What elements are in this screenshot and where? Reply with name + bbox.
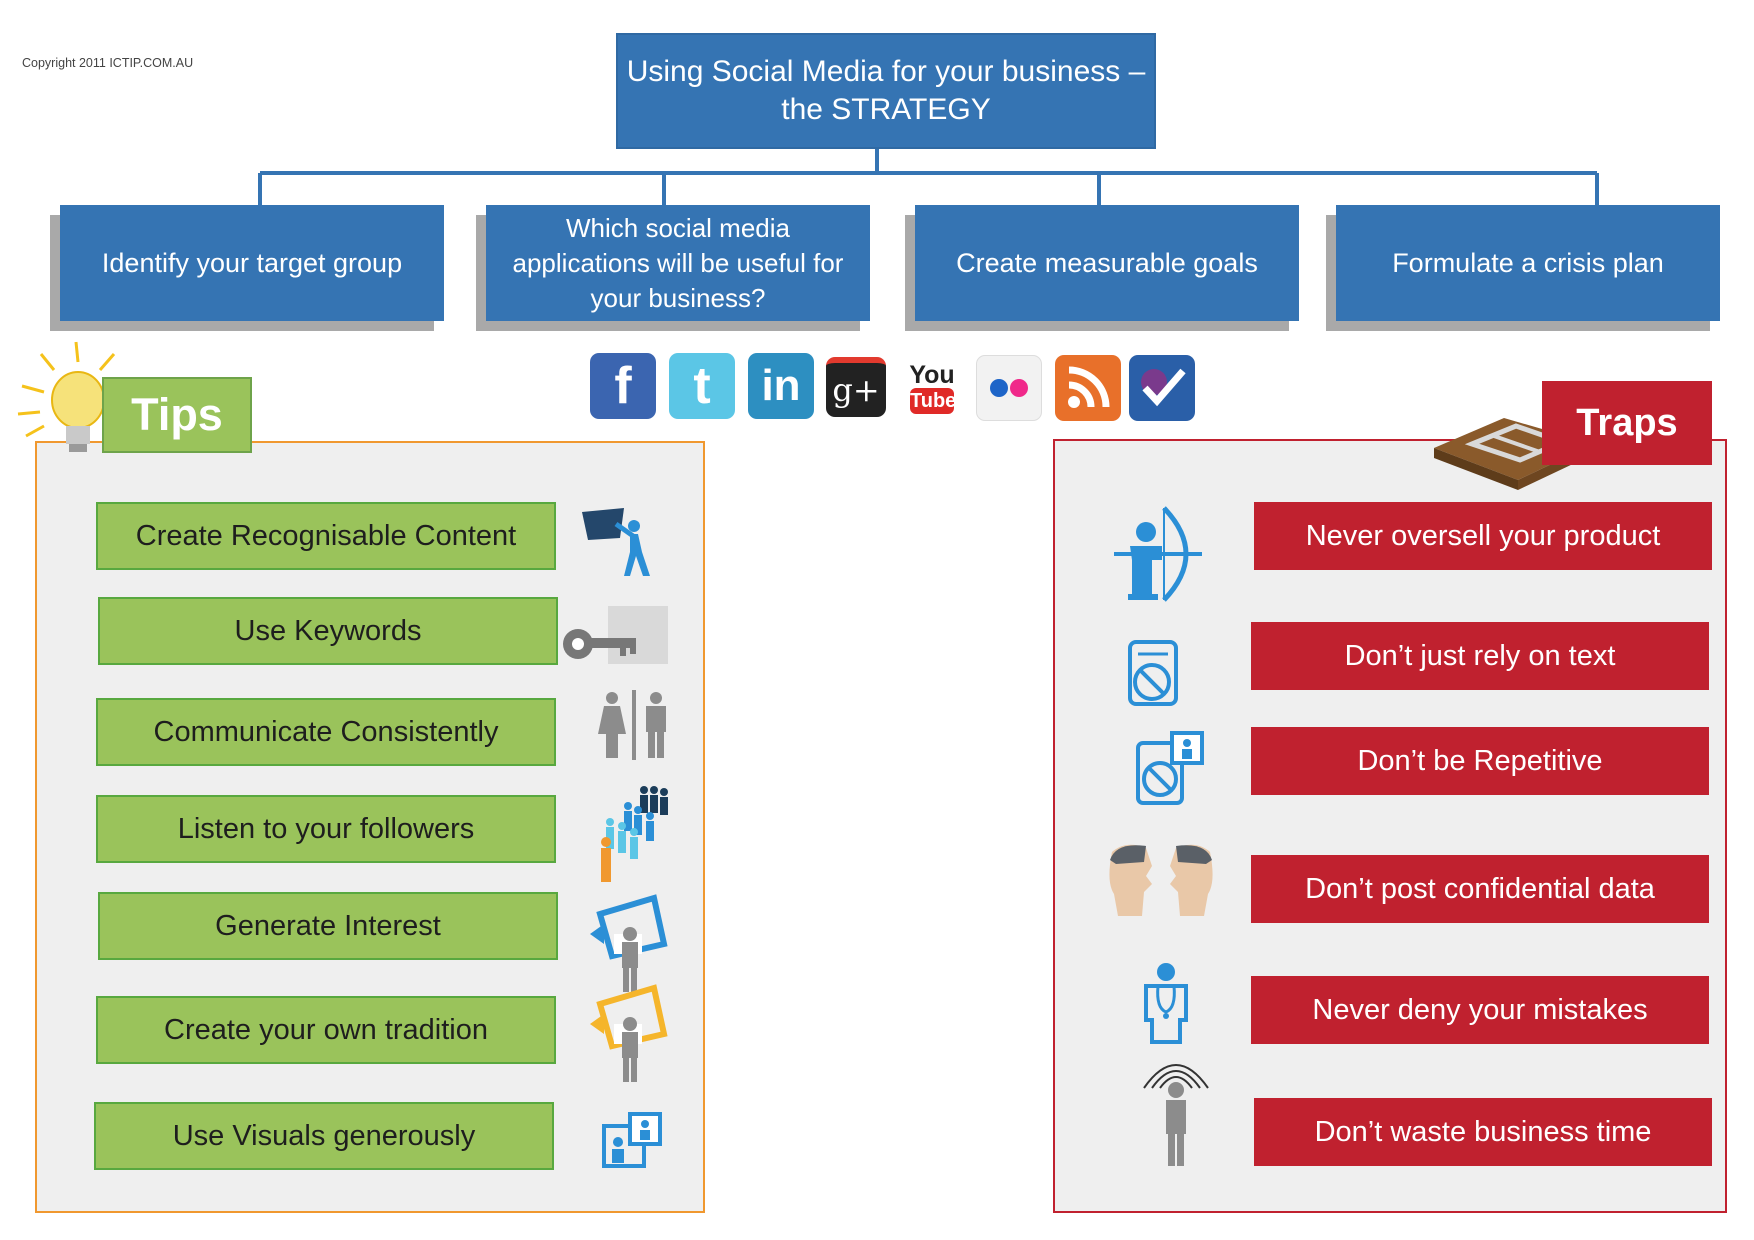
tip-listen-followers: Listen to your followers [96, 795, 556, 863]
strategy-label: Identify your target group [101, 247, 403, 278]
tip-recognisable-content: Create Recognisable Content [96, 502, 556, 570]
tip-label: Create Recognisable Content [135, 519, 517, 552]
strategy-label: Which social media applications will be … [512, 212, 844, 313]
strategy-box-crisis-plan: Formulate a crisis plan [1336, 205, 1720, 321]
rss-icon [1055, 355, 1121, 421]
tip-own-tradition: Create your own tradition [96, 996, 556, 1064]
strategy-box-target-group: Identify your target group [60, 205, 444, 321]
trap-oversell-product: Never oversell your product [1254, 502, 1712, 570]
tip-label: Use Keywords [234, 614, 422, 647]
broadcast-person-icon [1143, 1064, 1209, 1166]
interest-arrows-icon [590, 894, 668, 992]
trap-confidential-data: Don’t post confidential data [1251, 855, 1709, 923]
copyright-text: Copyright 2011 ICTIP.COM.AU [22, 56, 194, 70]
archer-icon [1114, 506, 1202, 602]
facebook-icon: f [590, 353, 656, 419]
google-plus-icon: g+ [826, 357, 886, 417]
tip-use-keywords: Use Keywords [98, 597, 558, 665]
flickr-icon [976, 355, 1042, 421]
trap-label: Don’t waste business time [1314, 1115, 1652, 1148]
strategy-label: Create measurable goals [956, 247, 1258, 278]
tip-communicate-consistently: Communicate Consistently [96, 698, 556, 766]
followers-crowd-icon [601, 786, 668, 882]
two-faces-icon [1109, 844, 1213, 916]
trap-deny-mistakes: Never deny your mistakes [1251, 976, 1709, 1044]
lightbulb-icon [17, 341, 116, 452]
trap-label: Don’t just rely on text [1344, 639, 1616, 672]
youtube-icon: You Tube [909, 361, 957, 414]
presenter-icon [582, 508, 650, 576]
traps-heading: Traps [1542, 381, 1712, 465]
trap-label: Never deny your mistakes [1312, 993, 1648, 1026]
strategy-label: Formulate a crisis plan [1392, 247, 1664, 278]
trap-label: Never oversell your product [1305, 519, 1661, 552]
strategy-box-social-apps: Which social media applications will be … [486, 205, 870, 321]
trap-waste-time: Don’t waste business time [1254, 1098, 1712, 1166]
no-repeat-icon [1136, 731, 1204, 805]
restroom-people-icon [598, 690, 666, 760]
doctor-icon [1144, 963, 1188, 1044]
tips-heading: Tips [102, 377, 252, 453]
tip-label: Listen to your followers [177, 812, 475, 845]
diagram-title: Using Social Media for your business – t… [616, 33, 1156, 149]
trap-label: Don’t post confidential data [1305, 872, 1655, 905]
tip-generate-interest: Generate Interest [98, 892, 558, 960]
trap-repetitive: Don’t be Repetitive [1251, 727, 1709, 795]
trap-label: Don’t be Repetitive [1357, 744, 1603, 777]
title-line-2: the STRATEGY [781, 93, 991, 126]
linkedin-icon: in [748, 353, 814, 419]
tip-label: Use Visuals generously [172, 1119, 476, 1152]
trap-rely-on-text: Don’t just rely on text [1251, 622, 1709, 690]
title-line-1: Using Social Media for your business – [626, 55, 1146, 88]
tip-label: Generate Interest [215, 909, 441, 942]
tip-use-visuals: Use Visuals generously [94, 1102, 554, 1170]
tip-label: Communicate Consistently [153, 715, 499, 748]
tradition-arrows-icon [590, 984, 668, 1082]
visuals-profile-icon [602, 1112, 662, 1168]
tip-label: Create your own tradition [164, 1013, 488, 1046]
twitter-icon: t [669, 353, 735, 419]
key-icon [563, 606, 668, 664]
no-text-icon [1128, 640, 1178, 706]
strategy-box-goals: Create measurable goals [915, 205, 1299, 321]
foursquare-icon [1129, 355, 1195, 421]
